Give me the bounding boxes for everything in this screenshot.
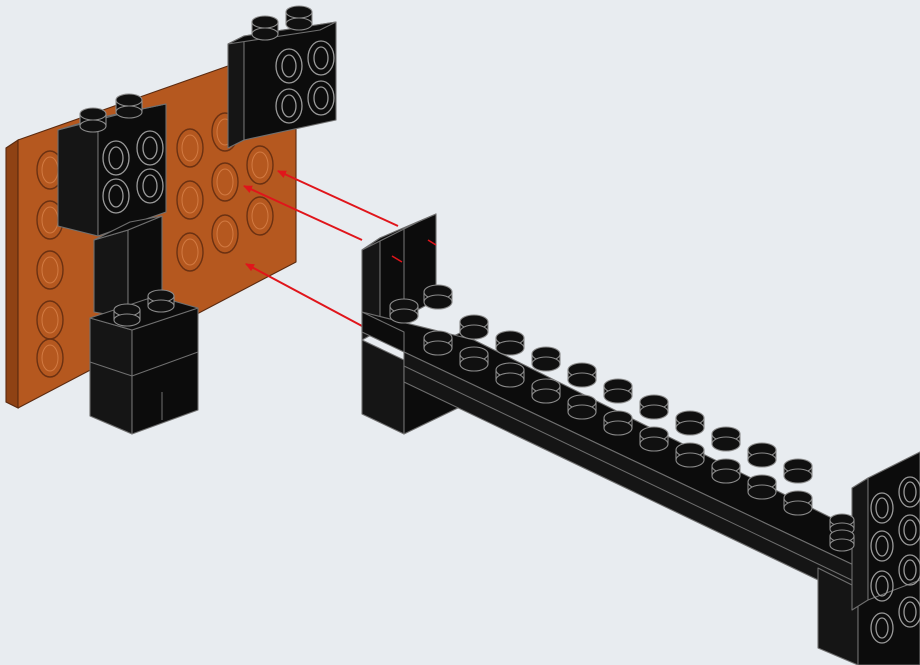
brick-top-right xyxy=(228,6,336,148)
arrow-lower xyxy=(246,264,362,326)
beam-assembly xyxy=(362,214,920,665)
beam-studs-front xyxy=(424,331,812,515)
brick-top-left xyxy=(58,94,166,236)
